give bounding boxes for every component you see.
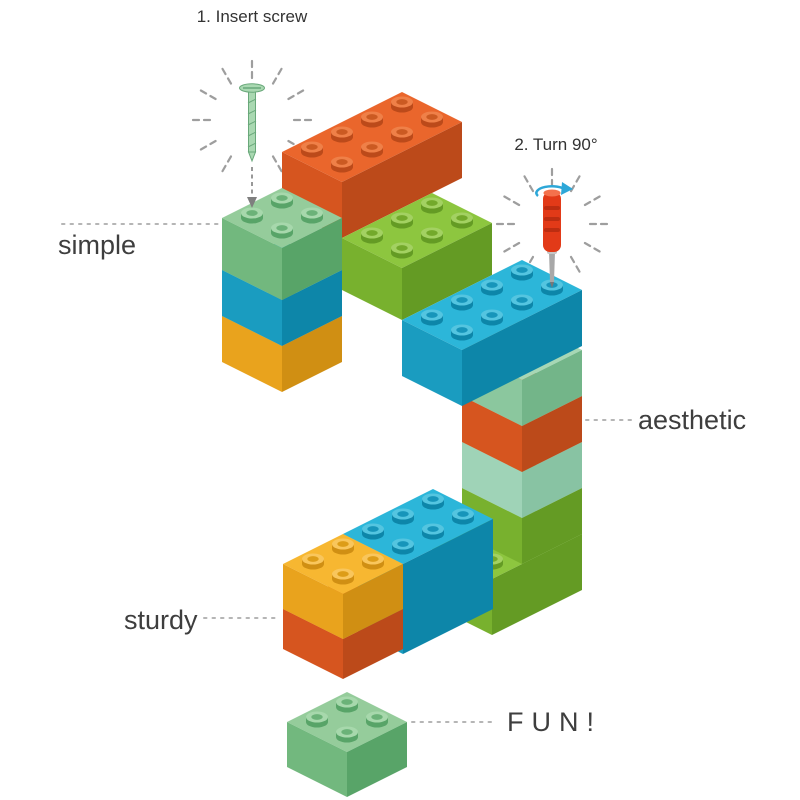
screwdriver-grip-band bbox=[544, 217, 560, 221]
ray-icon bbox=[271, 66, 284, 85]
ray-icon bbox=[569, 255, 582, 274]
stud-icon bbox=[336, 726, 358, 743]
insert-arrowhead-icon bbox=[247, 197, 257, 208]
stud-icon bbox=[361, 111, 383, 128]
stud-icon bbox=[421, 227, 443, 244]
label-sturdy: sturdy bbox=[124, 605, 198, 635]
stud-icon bbox=[271, 222, 293, 239]
stud-icon bbox=[332, 568, 354, 585]
stud-icon bbox=[421, 111, 443, 128]
stud-icon bbox=[422, 493, 444, 510]
stud-icon bbox=[391, 242, 413, 259]
stud-icon bbox=[422, 523, 444, 540]
screw-tip-icon bbox=[247, 151, 257, 163]
screwdriver-handle-icon bbox=[543, 192, 561, 252]
ray-icon bbox=[198, 139, 217, 152]
stud-icon bbox=[271, 192, 293, 209]
ray-icon bbox=[287, 88, 306, 101]
ray-icon bbox=[220, 66, 233, 85]
stud-icon bbox=[511, 264, 533, 281]
stud-icon bbox=[302, 553, 324, 570]
screw-thread-icon bbox=[247, 98, 257, 104]
label-fun: FUN! bbox=[507, 707, 602, 737]
stud-icon bbox=[421, 309, 443, 326]
ray-icon bbox=[198, 88, 217, 101]
screwdriver-cap-icon bbox=[543, 189, 561, 197]
ray-icon bbox=[583, 194, 602, 207]
stud-icon bbox=[361, 141, 383, 158]
screw-thread-icon bbox=[247, 109, 257, 115]
leader-lines bbox=[61, 223, 633, 723]
stud-icon bbox=[451, 212, 473, 229]
stud-icon bbox=[241, 207, 263, 224]
stud-icon bbox=[362, 553, 384, 570]
stud-icon bbox=[391, 126, 413, 143]
stud-icon bbox=[366, 711, 388, 728]
stud-icon bbox=[361, 227, 383, 244]
ray-icon bbox=[220, 155, 233, 174]
stud-icon bbox=[481, 279, 503, 296]
stud-icon bbox=[451, 294, 473, 311]
stud-icon bbox=[421, 197, 443, 214]
label-aesthetic: aesthetic bbox=[638, 405, 746, 435]
screw-thread-icon bbox=[247, 142, 257, 148]
screwdriver-shaft-icon bbox=[549, 252, 555, 282]
stud-icon bbox=[481, 309, 503, 326]
stud-icon bbox=[391, 96, 413, 113]
stud-icon bbox=[392, 538, 414, 555]
brick-lime-mid bbox=[342, 193, 492, 320]
step2-label: 2. Turn 90° bbox=[514, 135, 597, 154]
stud-icon bbox=[451, 324, 473, 341]
screw-thread-icon bbox=[247, 131, 257, 137]
screw-thread-icon bbox=[247, 120, 257, 126]
ray-icon bbox=[271, 155, 284, 174]
stud-icon bbox=[301, 207, 323, 224]
brick-cyan-desc bbox=[402, 260, 582, 406]
screwdriver-tip-icon bbox=[550, 282, 554, 288]
stud-icon bbox=[332, 538, 354, 555]
brick-fun-brick bbox=[287, 692, 407, 797]
screwdriver-grip-band bbox=[544, 206, 560, 210]
stud-icon bbox=[452, 508, 474, 525]
screw-assembly bbox=[239, 83, 265, 208]
stud-icon bbox=[362, 523, 384, 540]
ray-icon bbox=[583, 241, 602, 254]
stud-icon bbox=[336, 696, 358, 713]
step1-label: 1. Insert screw bbox=[197, 7, 308, 26]
ray-icon bbox=[502, 194, 521, 207]
ray-icon bbox=[502, 241, 521, 254]
ray-icon bbox=[569, 174, 582, 193]
stud-icon bbox=[392, 508, 414, 525]
brick-orange-top bbox=[282, 92, 462, 238]
stud-icon bbox=[306, 711, 328, 728]
stud-icon bbox=[511, 294, 533, 311]
brick-structure bbox=[222, 92, 582, 797]
stud-icon bbox=[331, 156, 353, 173]
stud-icon bbox=[391, 212, 413, 229]
stud-icon bbox=[301, 141, 323, 158]
sunburst-rays bbox=[190, 58, 610, 274]
rotate-arrowhead-icon bbox=[561, 182, 573, 195]
ray-icon bbox=[522, 174, 535, 193]
screwdriver-grip-band bbox=[544, 228, 560, 232]
brick-yellow-bottom bbox=[283, 534, 403, 639]
screwdriver-assembly bbox=[535, 182, 573, 288]
stud-icon bbox=[331, 126, 353, 143]
label-simple: simple bbox=[58, 230, 136, 260]
